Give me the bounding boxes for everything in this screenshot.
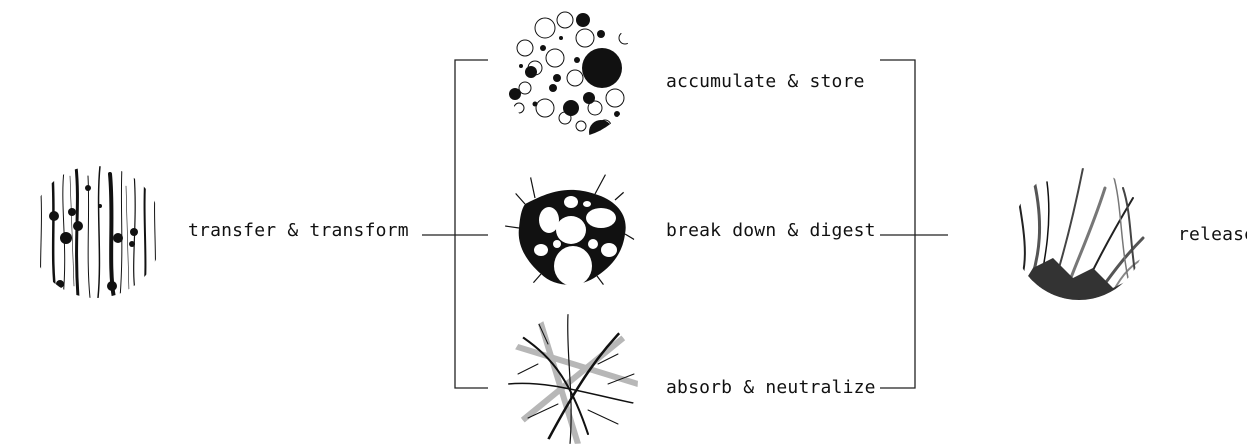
branch3-label: absorb & neutralize bbox=[666, 377, 876, 398]
branch1-node-image bbox=[505, 8, 635, 138]
source-label: transfer & transform bbox=[188, 220, 409, 241]
grass-blades-texture bbox=[1013, 168, 1145, 300]
sink-node-image bbox=[1013, 168, 1145, 300]
branching-twigs-texture bbox=[508, 314, 638, 444]
bubble-cells-texture bbox=[505, 8, 635, 138]
ink-streaks-texture bbox=[30, 166, 162, 298]
branch2-label: break down & digest bbox=[666, 220, 876, 241]
branch3-node-image bbox=[508, 314, 638, 444]
branch2-node-image bbox=[505, 164, 635, 294]
ink-network-texture bbox=[505, 164, 635, 294]
left-bracket bbox=[455, 60, 488, 388]
sink-label: release bbox=[1178, 224, 1247, 245]
right-bracket bbox=[880, 60, 915, 388]
source-node-image bbox=[30, 166, 162, 298]
branch1-label: accumulate & store bbox=[666, 71, 865, 92]
